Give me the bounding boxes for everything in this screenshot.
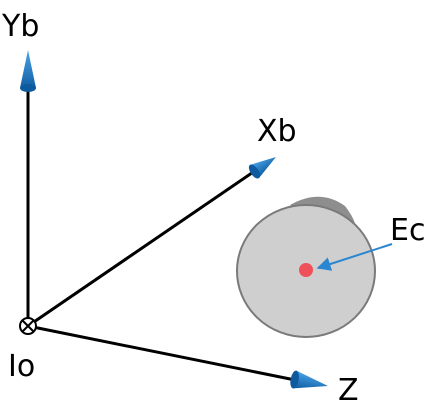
x-axis-label: Xb xyxy=(257,114,297,149)
z-axis-line xyxy=(27,324,301,383)
center-point-dot xyxy=(299,263,313,277)
y-axis-label: Yb xyxy=(1,9,39,44)
center-pointer-arrow xyxy=(316,243,393,271)
y-axis-arrowhead-icon xyxy=(20,50,36,92)
z-axis-label: Z xyxy=(338,373,359,408)
origin-circled-times-icon xyxy=(19,317,37,335)
x-axis-line xyxy=(27,164,263,328)
origin-label: Io xyxy=(8,349,35,384)
x-axis-arrowhead-icon xyxy=(248,157,276,179)
z-axis-arrowhead-icon xyxy=(290,370,328,389)
center-label: Ec xyxy=(390,213,425,248)
